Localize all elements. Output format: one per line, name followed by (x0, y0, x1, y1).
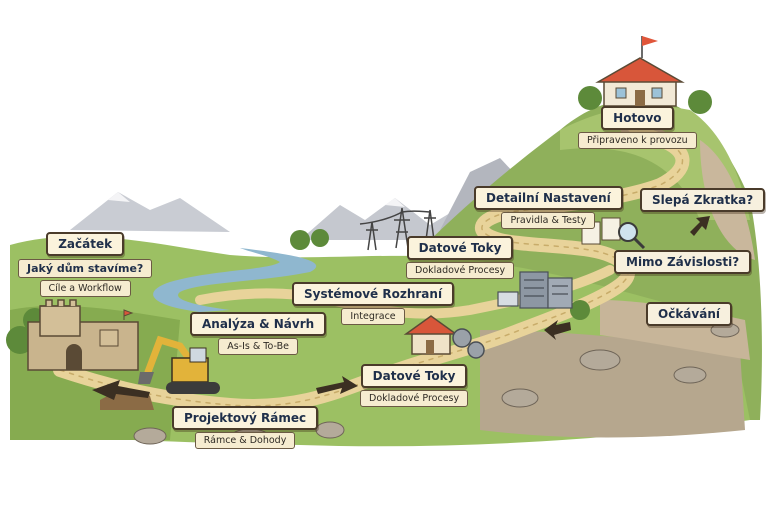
sign-dependencies-text: Mimo Závislosti? (614, 250, 752, 274)
sign-waiting: Očkávání (646, 302, 732, 326)
stage-data-flows-lower-title: Datové Toky (360, 364, 468, 388)
stage-analysis-title: Analýza & Návrh (190, 312, 327, 336)
sign-shortcut: Slepá Zkratka? (640, 188, 766, 212)
stage-analysis-subtitle: As-Is & To-Be (218, 338, 298, 355)
documents-magnifier-icon (581, 217, 646, 250)
stage-start-question: Jaký dům stavíme? (18, 259, 153, 278)
stage-framework-title: Projektový Rámec (172, 406, 319, 430)
stage-start: Začátek Jaký dům stavíme? Cíle a Workflo… (18, 232, 153, 297)
stage-interfaces-subtitle: Integrace (341, 308, 405, 325)
house-gears-icon (403, 315, 485, 359)
stage-start-subtitle: Cíle a Workflow (39, 280, 131, 297)
power-pylons (359, 207, 436, 251)
stage-data-flows-lower-subtitle: Dokladové Procesy (360, 390, 469, 407)
stage-analysis: Analýza & Návrh As-Is & To-Be (190, 312, 327, 355)
stage-data-flows-upper: Datové Toky Dokladové Procesy (406, 236, 515, 279)
stage-interfaces-title: Systémové Rozhraní (292, 282, 455, 306)
sign-waiting-text: Očkávání (646, 302, 732, 326)
stage-detail: Detailní Nastavení Pravidla & Testy (474, 186, 623, 229)
stage-interfaces: Systémové Rozhraní Integrace (292, 282, 455, 325)
stage-framework-subtitle: Rámce & Dohody (194, 432, 296, 449)
sign-dependencies: Mimo Závislosti? (614, 250, 752, 274)
river (153, 248, 317, 312)
stage-done-title: Hotovo (601, 106, 674, 130)
direction-arrows (92, 216, 710, 400)
stage-data-flows-upper-subtitle: Dokladové Procesy (406, 262, 515, 279)
stage-done-subtitle: Připraveno k provozu (578, 132, 697, 149)
stage-data-flows-upper-title: Datové Toky (406, 236, 514, 260)
stage-framework: Projektový Rámec Rámce & Dohody (172, 406, 319, 449)
stage-detail-subtitle: Pravidla & Testy (501, 212, 596, 229)
hilltop-house-icon (595, 36, 685, 107)
castle-icon (27, 299, 139, 371)
stage-done: Hotovo Připraveno k provozu (578, 106, 697, 149)
stage-start-title: Začátek (46, 232, 125, 256)
stage-detail-title: Detailní Nastavení (474, 186, 623, 210)
stage-data-flows-lower: Datové Toky Dokladové Procesy (360, 364, 469, 407)
servers-icon (497, 271, 573, 309)
sign-shortcut-text: Slepá Zkratka? (640, 188, 766, 212)
